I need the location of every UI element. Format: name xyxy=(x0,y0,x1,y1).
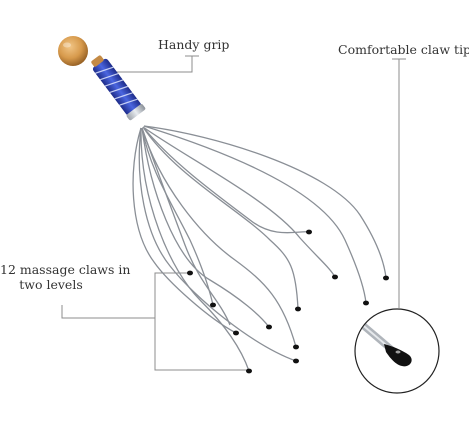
leader-massage-claws xyxy=(61,305,155,319)
claw-tip-icon xyxy=(306,229,312,235)
callout-handy-grip: Handy grip xyxy=(158,37,230,52)
magnifier-circle-icon xyxy=(354,308,440,394)
claw-wire-icon xyxy=(141,127,231,326)
claw-wire-icon xyxy=(141,127,214,306)
wooden-ball-icon xyxy=(58,36,88,66)
claw-wire-icon xyxy=(142,126,310,234)
callout-massage-claws-line2: two levels xyxy=(19,277,83,292)
claw-tip-icon xyxy=(187,270,193,276)
claw-tips xyxy=(187,229,389,374)
blue-grip xyxy=(92,58,142,116)
claw-wire-icon xyxy=(141,127,270,328)
leader-handy-grip xyxy=(100,56,193,73)
claw-tip-icon xyxy=(210,302,216,308)
handle xyxy=(58,36,146,121)
claw-wire-icon xyxy=(142,126,336,278)
leader-lines xyxy=(61,55,406,371)
claw-tip-icon xyxy=(233,330,239,336)
callout-claw-tips: Comfortable claw tips xyxy=(338,42,469,57)
claw-wire-icon xyxy=(140,127,250,372)
claw-wire-icon xyxy=(138,127,297,362)
claw-wire-icon xyxy=(143,125,367,304)
claw-wire-icon xyxy=(143,125,387,279)
claw-tip-icon xyxy=(266,324,272,330)
claw-wires xyxy=(132,125,387,372)
claw-tip-icon xyxy=(295,306,301,312)
claw-wire-icon xyxy=(132,127,237,334)
callout-massage-claws: 12 massage claws in two levels xyxy=(0,262,131,292)
claw-wire-icon xyxy=(142,126,299,310)
claw-tip-icon xyxy=(293,358,299,364)
leader-claw-bracket xyxy=(154,272,248,371)
claw-tip-icon xyxy=(293,344,299,350)
callout-massage-claws-line1: 12 massage claws in xyxy=(0,262,131,277)
claw-tip-icon xyxy=(246,368,252,374)
metal-cap xyxy=(126,104,146,121)
claw-tip-icon xyxy=(332,274,338,280)
claw-wire-icon xyxy=(141,127,297,348)
claw-tip-icon xyxy=(383,275,389,281)
claw-tip-icon xyxy=(363,300,369,306)
